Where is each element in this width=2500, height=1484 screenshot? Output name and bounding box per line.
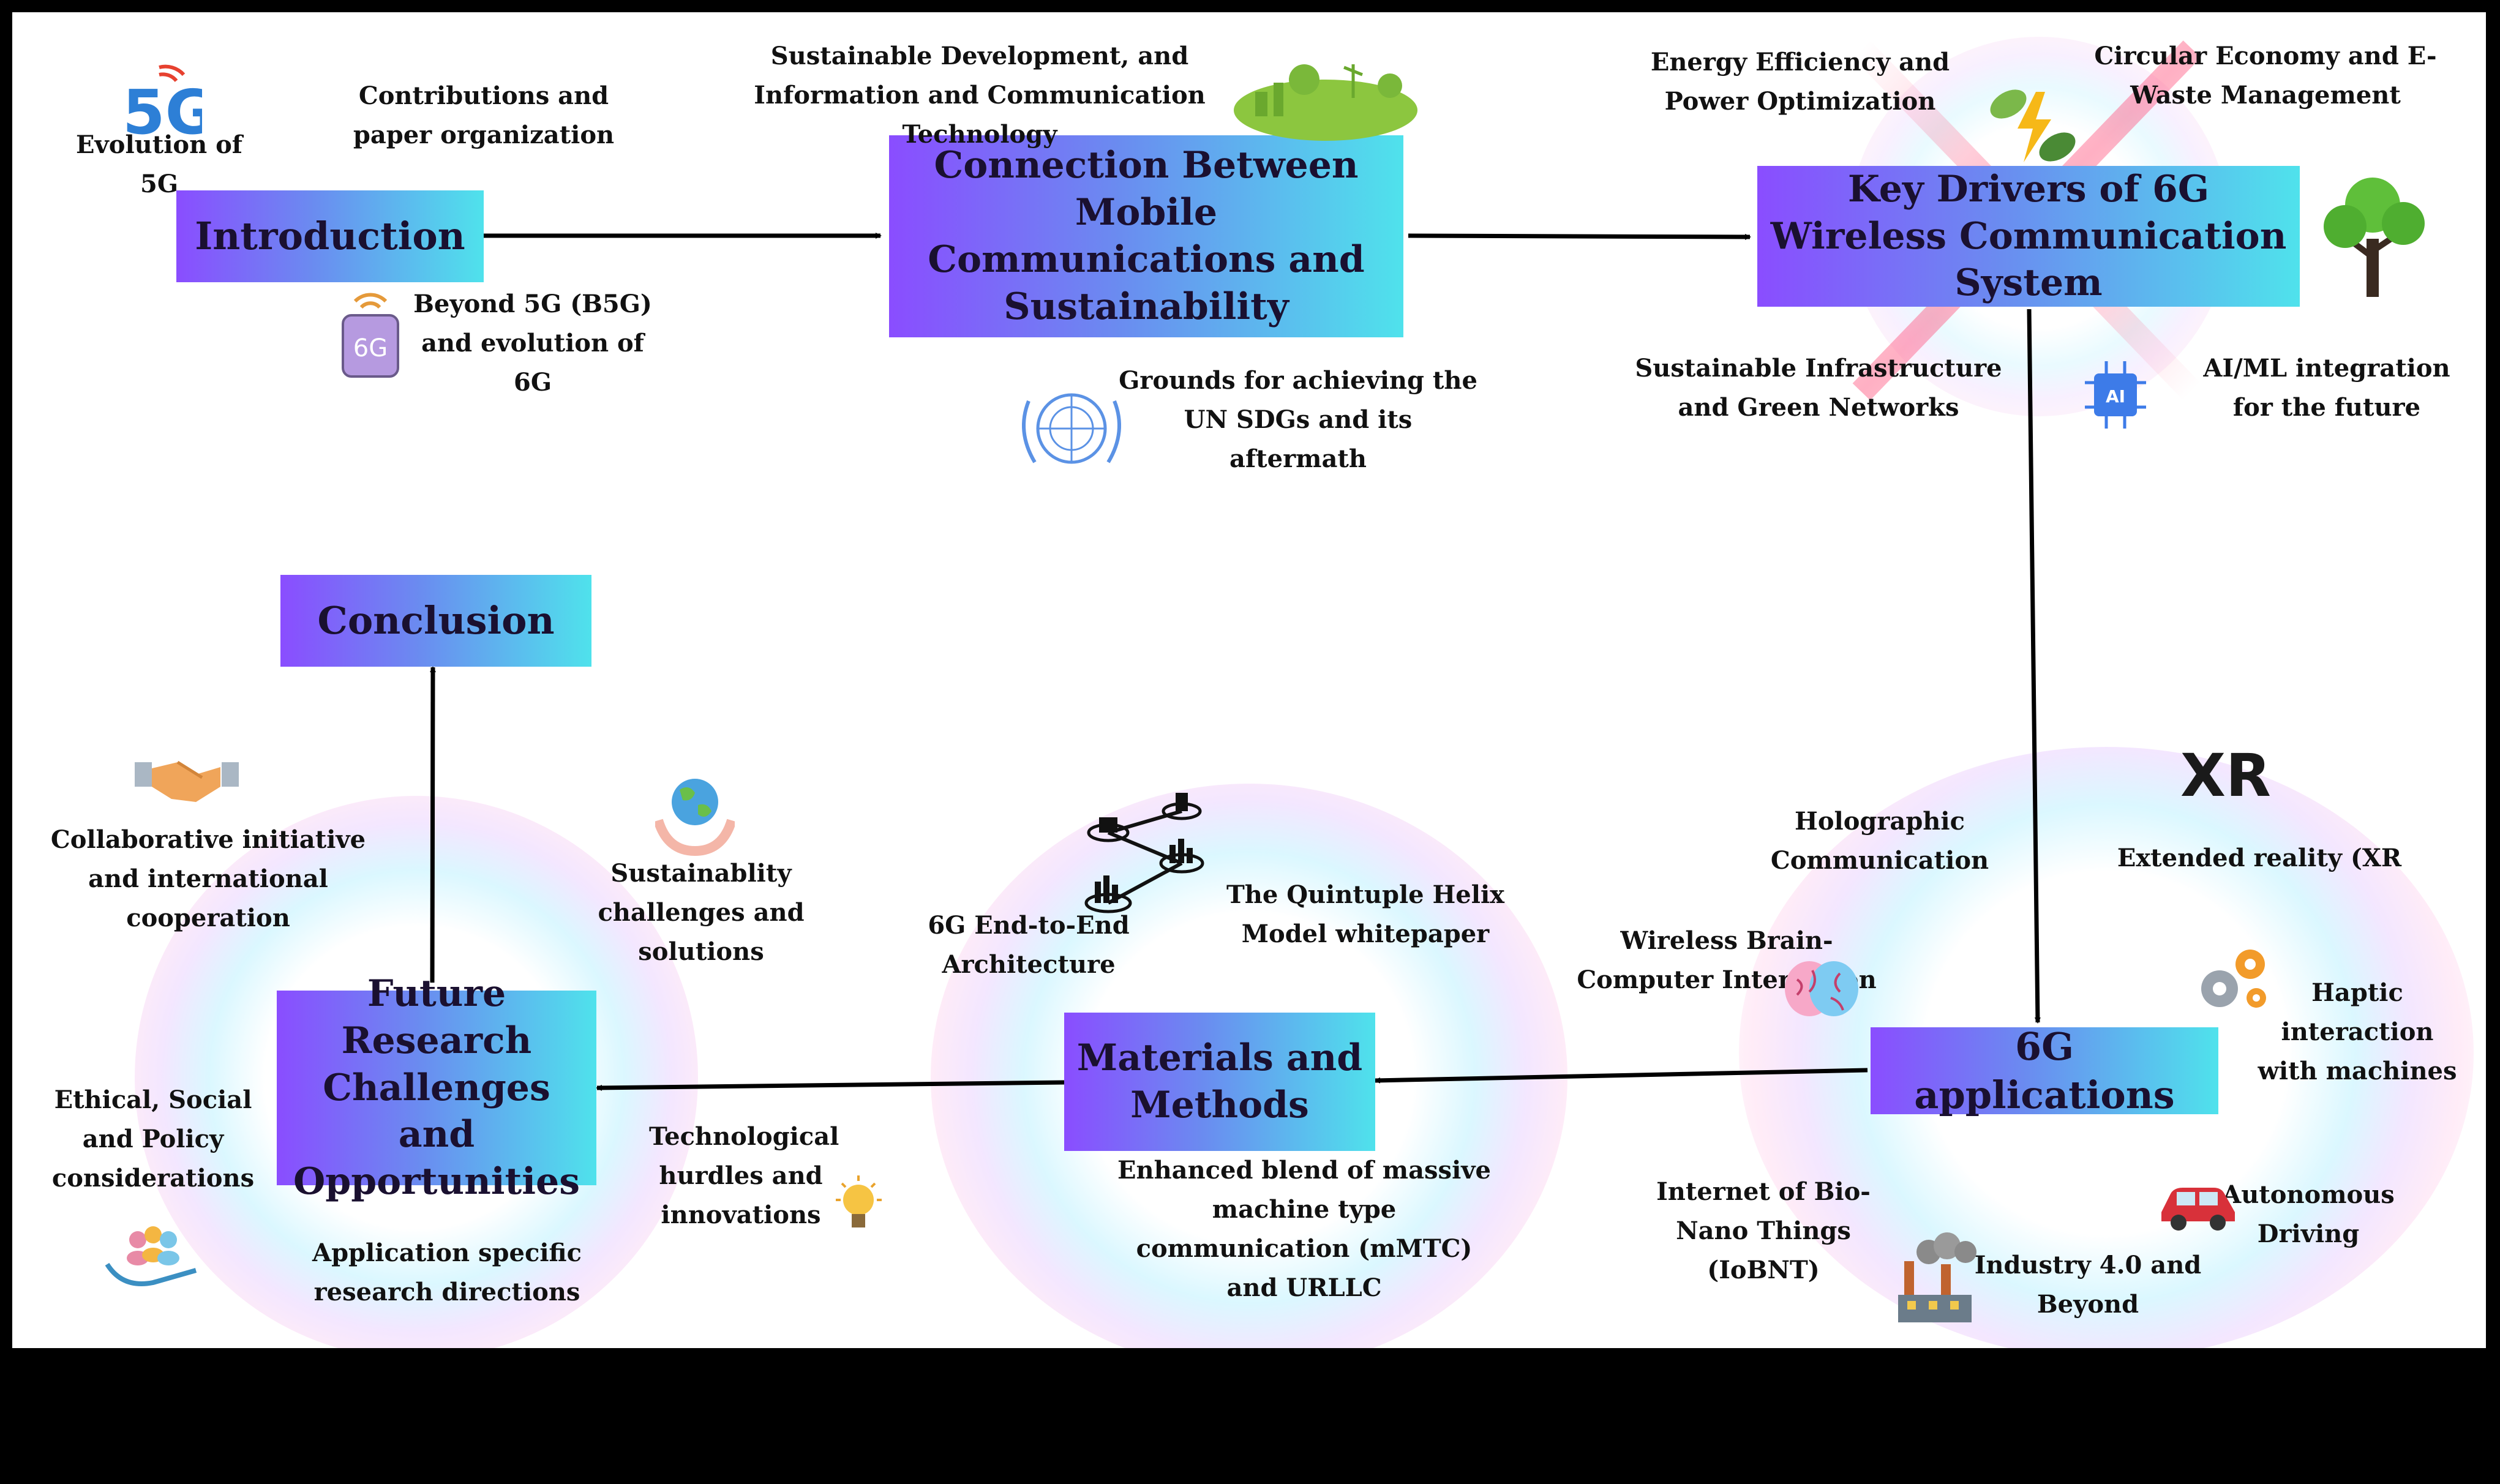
node-introduction: Introduction xyxy=(176,190,484,282)
label-app-specific: Application specific research directions xyxy=(312,1239,582,1306)
node-materials: Materials and Methods xyxy=(1064,1013,1375,1151)
label-e2e: 6G End-to-End Architecture xyxy=(928,911,1130,979)
green-world-icon xyxy=(1231,61,1421,141)
label-brain: Wireless Brain-Computer Interaction xyxy=(1577,926,1877,994)
factory-icon xyxy=(1886,1231,1984,1328)
arrow-materials-to-future xyxy=(596,1080,1065,1091)
earth-hands-icon xyxy=(655,771,735,857)
label-autonomous: Autonomous Driving xyxy=(2222,1180,2395,1248)
car-icon xyxy=(2155,1179,2241,1234)
node-connection-label: Connection Between Mobile Communications… xyxy=(928,144,1365,328)
arrows-layer xyxy=(429,233,2041,1091)
label-beyond-5g: Beyond 5G (B5G) and evolution of 6G xyxy=(413,290,652,397)
label-circular: Circular Economy and E-Waste Management xyxy=(2094,42,2437,110)
label-collaborative: Collaborative initiative and internation… xyxy=(50,825,366,932)
label-mmtc: Enhanced blend of massive machine type c… xyxy=(1117,1156,1491,1302)
label-infrastructure: Sustainable Infrastructure and Green Net… xyxy=(1635,354,2002,422)
node-future-label: Future Research Challenges and Opportuni… xyxy=(293,972,580,1204)
6g-phone-icon-text: 6G xyxy=(353,334,388,362)
arrow-connection-to-drivers xyxy=(1408,233,1751,240)
label-ethical: Ethical, Social and Policy consideration… xyxy=(51,1085,255,1193)
diagram-canvas: Introduction Connection Between Mobile C… xyxy=(12,12,2486,1348)
label-un-sdgs: Grounds for achieving the UN SDGs and it… xyxy=(1119,366,1477,473)
node-applications: 6G applications xyxy=(1871,1024,2218,1117)
node-key-drivers: Key Drivers of 6G Wireless Communication… xyxy=(1757,166,2300,307)
label-sustainable-dev: Sustainable Development, and Information… xyxy=(754,42,1206,149)
xr-icon-text: XR xyxy=(2180,741,2271,808)
un-globe-icon xyxy=(1010,377,1133,481)
node-future: Future Research Challenges and Opportuni… xyxy=(277,972,596,1203)
label-haptic: Haptic interaction with machines xyxy=(2258,978,2457,1085)
label-holographic: Holographic Communication xyxy=(1770,807,1989,875)
energy-bolt-icon xyxy=(1984,80,2082,171)
brain-icon xyxy=(1782,955,1861,1025)
label-helix: The Quintuple Helix Model whitepaper xyxy=(1226,880,1504,948)
arrow-applications-to-materials xyxy=(1374,1068,1868,1084)
node-key-drivers-label: Key Drivers of 6G Wireless Communication… xyxy=(1770,167,2287,305)
tree-icon xyxy=(2314,171,2431,300)
label-energy: Energy Efficiency and Power Optimization xyxy=(1650,48,1950,116)
xr-icon: XR xyxy=(2180,741,2272,808)
label-contributions: Contributions and paper organization xyxy=(353,81,615,149)
node-materials-label: Materials and Methods xyxy=(1076,1036,1363,1126)
ai-chip-icon-text: AI xyxy=(2106,386,2125,407)
handshake-icon xyxy=(135,744,239,817)
6g-phone-icon: 6G xyxy=(337,288,404,380)
arrow-drivers-to-applications xyxy=(2027,309,2041,1024)
label-tech-hurdles: Technological hurdles and innovations xyxy=(649,1122,839,1229)
label-industry: Industry 4.0 and Beyond xyxy=(1974,1251,2202,1319)
label-iobnt: Internet of Bio-Nano Things (IoBNT) xyxy=(1656,1177,1871,1284)
label-xr: Extended reality (XR xyxy=(2117,844,2402,872)
label-sust-challenges: Sustainablity challenges and solutions xyxy=(598,859,805,966)
5g-icon-text: 5G xyxy=(122,77,202,141)
label-evolution-5g: Evolution of 5G xyxy=(76,130,242,198)
5g-icon: 5G xyxy=(116,61,202,141)
ai-chip-icon: AI xyxy=(2079,355,2152,435)
label-ai-ml: AI/ML integration for the future xyxy=(2203,354,2450,422)
node-introduction-label: Introduction xyxy=(195,214,465,259)
node-conclusion: Conclusion xyxy=(280,575,591,667)
people-hand-icon xyxy=(104,1221,202,1295)
lightbulb-icon xyxy=(830,1172,888,1240)
node-connection: Connection Between Mobile Communications… xyxy=(889,135,1403,337)
node-conclusion-label: Conclusion xyxy=(317,598,555,643)
arrow-future-to-conclusion xyxy=(429,666,436,983)
gears-icon xyxy=(2192,943,2272,1016)
node-applications-label: 6G applications xyxy=(1914,1024,2175,1117)
architecture-icon xyxy=(1072,778,1225,931)
